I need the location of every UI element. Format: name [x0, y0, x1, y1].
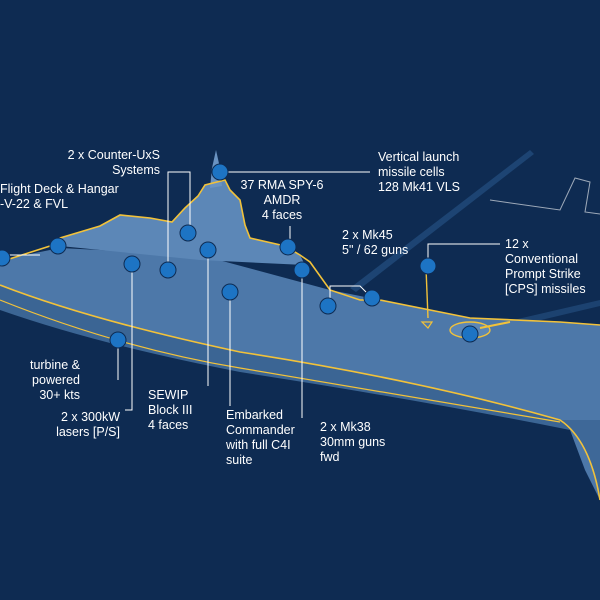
bow — [560, 420, 600, 500]
callout-dot[interactable] — [109, 331, 127, 349]
label-spy6: 37 RMA SPY-6 AMDR 4 faces — [240, 178, 324, 222]
lower-hull-outline — [0, 299, 561, 423]
label-mk45: 2 x Mk45 5" / 62 guns — [342, 228, 409, 257]
callout-dot[interactable] — [159, 261, 177, 279]
label-lasers: 2 x 300kW lasers [P/S] — [56, 410, 120, 439]
callout-dot[interactable] — [49, 237, 67, 255]
callout-dot[interactable] — [211, 163, 229, 181]
label-commander: Embarked Commander with full C4I suite — [226, 408, 295, 467]
cps-launcher — [425, 267, 429, 319]
label-counter-uxs: 2 x Counter-UxS Systems — [67, 148, 160, 177]
distant-ship-outline — [489, 177, 600, 215]
callout-dot[interactable] — [461, 325, 479, 343]
callout-dot[interactable] — [319, 297, 337, 315]
leader-counter-uxs — [167, 171, 191, 270]
hull-outline — [0, 284, 600, 501]
deck-outline — [0, 179, 600, 326]
label-sewip: SEWIP Block III 4 faces — [148, 388, 193, 432]
leader-cps — [427, 243, 500, 266]
label-flight-deck: Flight Deck & Hangar -V-22 & FVL — [0, 182, 119, 211]
leader-mk45 — [329, 285, 371, 304]
background-streak — [350, 150, 534, 292]
cps-hatch — [420, 321, 434, 329]
callout-dot[interactable] — [123, 255, 141, 273]
label-vls: Vertical launch missile cells 128 Mk41 V… — [378, 150, 460, 194]
callout-dot[interactable] — [0, 249, 11, 267]
label-mk38: 2 x Mk38 30mm guns fwd — [320, 420, 386, 464]
callout-dot[interactable] — [221, 283, 239, 301]
hull-shadow — [0, 285, 570, 430]
label-cps: 12 x Conventional Prompt Strike [CPS] mi… — [505, 237, 586, 296]
superstructure — [50, 180, 305, 265]
callout-dot[interactable] — [363, 289, 381, 307]
callout-dot[interactable] — [279, 238, 297, 256]
leader-lasers — [125, 264, 133, 411]
label-turbine: turbine & powered 30+ kts — [29, 358, 80, 402]
callout-dot[interactable] — [293, 261, 311, 279]
callout-dot[interactable] — [419, 257, 437, 275]
forward-gun-barrel — [479, 321, 511, 329]
hull — [0, 248, 600, 500]
callout-dot[interactable] — [179, 224, 197, 242]
callout-dot[interactable] — [199, 241, 217, 259]
